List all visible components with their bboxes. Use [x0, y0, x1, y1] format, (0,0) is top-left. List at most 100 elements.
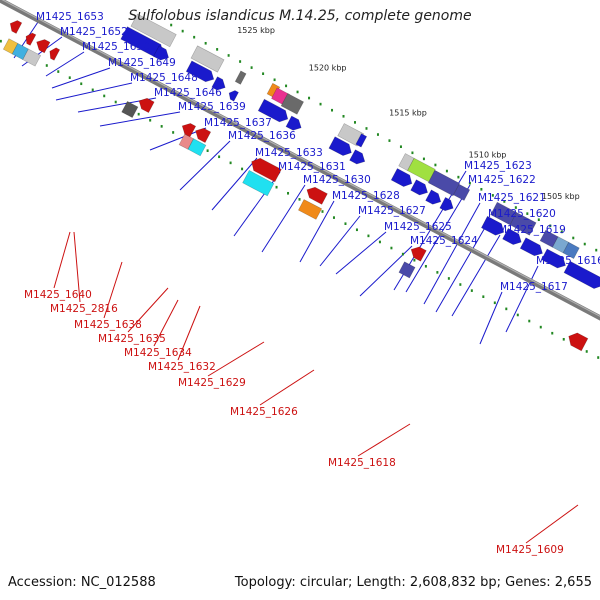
kbp-tick [216, 48, 219, 51]
kbp-tick [172, 131, 175, 134]
forward-gene-arrow [257, 98, 289, 123]
kbp-tick [503, 200, 506, 203]
label-leader-line [51, 67, 111, 89]
gene-colour-block [562, 241, 580, 260]
gene-label-forward: M1425_1627 [358, 205, 426, 217]
forward-gene-arrow [541, 248, 566, 269]
label-leader-line [259, 369, 315, 406]
forward-gene-arrow [519, 237, 543, 257]
reverse-gene-arrow [181, 123, 197, 138]
kbp-tick [239, 60, 242, 63]
forward-gene-arrow [563, 260, 600, 289]
label-leader-line [435, 218, 491, 313]
kbp-tick [378, 240, 381, 244]
kbp-tick [549, 224, 552, 228]
gene-colour-block [190, 45, 225, 73]
forward-gene-arrow [285, 115, 302, 131]
gene-label-reverse: M1425_1632 [148, 361, 216, 373]
genome-backbone-highlight [1, 0, 600, 317]
kbp-tick [514, 206, 517, 209]
genome-summary-text: Topology: circular; Length: 2,608,832 bp… [234, 575, 592, 590]
kbp-tick [388, 139, 391, 142]
label-leader-line [103, 261, 123, 319]
accession-text: Accession: NC_012588 [8, 575, 156, 590]
kbp-tick [80, 82, 83, 86]
forward-gene-arrow [228, 90, 239, 102]
label-leader-line [207, 341, 265, 377]
kbp-tick [57, 70, 60, 73]
kbp-tick [572, 236, 575, 240]
gene-label-reverse: M1425_1629 [178, 377, 246, 389]
label-leader-line [177, 305, 201, 361]
label-leader-line [525, 504, 579, 544]
genome-backbone [0, 0, 600, 321]
kbp-tick [470, 289, 473, 292]
label-leader-line [479, 291, 503, 345]
kbp-tick [468, 181, 471, 185]
kbp-label: 1515 kbp [389, 109, 427, 118]
label-leader-line [451, 234, 501, 317]
gene-label-forward: M1425_1637 [204, 117, 272, 129]
kbp-tick [365, 127, 368, 130]
gene-label-forward: M1425_1625 [384, 221, 452, 233]
reverse-gene-arrow [251, 157, 282, 183]
kbp-tick [321, 210, 324, 213]
gene-colour-block [187, 138, 207, 157]
gene-label-reverse: M1425_1634 [124, 347, 192, 359]
label-leader-line [127, 287, 169, 333]
forward-gene-arrow [480, 215, 505, 236]
gene-colour-block [121, 100, 139, 119]
gene-label-reverse: M1425_1638 [74, 319, 142, 331]
label-leader-line [179, 140, 231, 191]
label-leader-line [299, 200, 335, 263]
kbp-tick [287, 191, 290, 195]
kbp-label: 1505 kbp [542, 192, 580, 201]
kbp-tick [319, 102, 322, 106]
gene-label-reverse: M1425_1640 [24, 289, 92, 301]
forward-gene-arrow [328, 136, 352, 156]
gene-colour-block [242, 169, 275, 197]
genome-title: Sulfolobus islandicus M.14.25, complete … [128, 8, 472, 24]
kbp-tick [516, 313, 519, 317]
kbp-tick [262, 72, 265, 76]
gene-label-forward: M1425_1650 [82, 41, 150, 53]
gene-colour-block [355, 133, 368, 148]
kbp-tick [413, 258, 416, 262]
reverse-gene-arrow [138, 97, 155, 114]
kbp-tick [160, 125, 163, 128]
kbp-tick [526, 212, 529, 215]
kbp-tick [193, 35, 196, 39]
gene-colour-block [297, 199, 323, 220]
kbp-label: 1525 kbp [237, 26, 275, 35]
forward-gene-arrow [153, 45, 169, 61]
kbp-tick [424, 264, 427, 268]
kbp-tick [551, 331, 554, 335]
kbp-tick [505, 307, 508, 311]
gene-label-forward: M1425_1630 [303, 174, 371, 186]
gene-colour-block [22, 48, 42, 67]
label-leader-line [505, 265, 539, 333]
kbp-tick [229, 161, 232, 165]
kbp-tick [585, 350, 588, 353]
kbp-tick [296, 90, 299, 94]
kbp-tick [331, 108, 334, 112]
gene-label-reverse: M1425_2816 [50, 303, 118, 315]
kbp-tick [597, 356, 600, 359]
kbp-tick [332, 216, 335, 219]
reverse-gene-arrow [410, 246, 427, 262]
reverse-gene-arrow [25, 32, 37, 46]
kbp-tick [491, 194, 494, 197]
kbp-tick [241, 167, 244, 171]
forward-gene-arrow [502, 227, 522, 245]
gene-label-forward: M1425_1649 [108, 57, 176, 69]
kbp-tick [459, 283, 462, 286]
gene-label-forward: M1425_1619 [498, 224, 566, 236]
label-leader-line [319, 215, 361, 267]
kbp-tick [422, 157, 425, 161]
gene-colour-block [234, 70, 247, 85]
label-leader-line [357, 423, 411, 457]
gene-label-forward: M1425_1648 [130, 72, 198, 84]
gene-label-forward: M1425_1617 [500, 281, 568, 293]
kbp-label: 1510 kbp [469, 151, 507, 160]
reverse-gene-arrow [568, 332, 589, 352]
